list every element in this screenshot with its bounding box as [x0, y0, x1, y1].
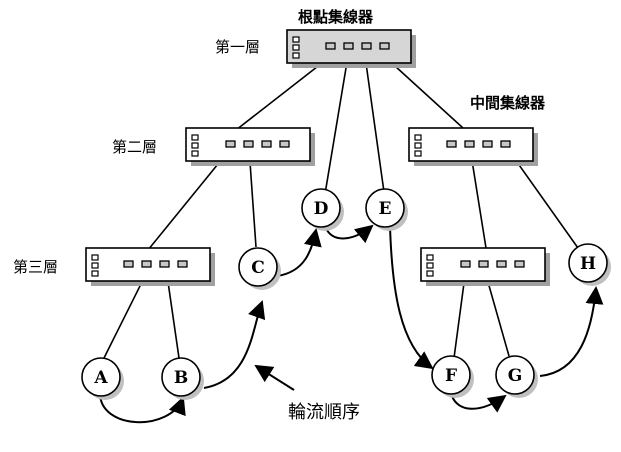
- node-label: A: [93, 368, 108, 388]
- node-circle: [161, 357, 201, 397]
- node-label: E: [379, 199, 392, 219]
- status-led-icon: [191, 150, 199, 157]
- hub-port: [279, 140, 290, 148]
- arrow-F-to-G: [451, 394, 507, 413]
- node-circle: [568, 243, 608, 283]
- arrow-A-to-B: [99, 392, 186, 424]
- node-circle: [81, 357, 121, 397]
- hub-root: [286, 29, 416, 68]
- hub-port: [243, 140, 254, 148]
- node-label: D: [314, 199, 329, 219]
- status-led-icon: [91, 270, 99, 277]
- node-D: D: [301, 188, 344, 231]
- layer2-label: 第二層: [112, 138, 157, 156]
- node-E: E: [365, 188, 408, 231]
- hub-layer2-left: [185, 127, 315, 166]
- hub-port: [482, 140, 493, 148]
- node-circle: [365, 188, 405, 228]
- node-F: F: [431, 355, 474, 398]
- node-label: C: [251, 258, 265, 278]
- status-led-icon: [292, 52, 300, 59]
- hub-port: [496, 260, 507, 268]
- hub-port: [464, 140, 475, 148]
- cable-root-D: [324, 55, 349, 195]
- node-label: B: [174, 368, 188, 388]
- hub-port: [225, 140, 236, 148]
- arrow-G-to-H: [539, 286, 604, 377]
- hub-port: [261, 140, 272, 148]
- hub-port: [514, 260, 525, 268]
- arrow-rotation-order-pointer: [254, 364, 295, 391]
- node-circle: [431, 355, 471, 395]
- status-led-icon: [292, 36, 300, 43]
- hub-port: [446, 140, 457, 148]
- hub-port: [500, 140, 511, 148]
- node-label: H: [580, 254, 596, 274]
- hub-port: [343, 42, 354, 50]
- node-B: B: [161, 357, 204, 400]
- status-led-icon: [414, 142, 422, 149]
- node-A: A: [81, 357, 124, 400]
- cable-root-E: [364, 55, 385, 193]
- arrow-C-to-D: [276, 228, 322, 277]
- node-H: H: [568, 243, 611, 286]
- arrow-B-to-C: [203, 300, 266, 389]
- hub-port: [177, 260, 188, 268]
- hubs: [85, 29, 550, 286]
- hub-port: [325, 42, 336, 50]
- status-led-icon: [191, 134, 199, 141]
- root-hub-label: 根點集線器: [298, 8, 374, 26]
- node-label: F: [445, 366, 457, 386]
- node-circle: [238, 247, 278, 287]
- status-led-icon: [414, 134, 422, 141]
- layer1-label: 第一層: [215, 38, 260, 56]
- hub-layer2-right: [408, 127, 538, 166]
- status-led-icon: [292, 44, 300, 51]
- status-led-icon: [426, 262, 434, 269]
- node-circle: [301, 188, 341, 228]
- status-led-icon: [426, 254, 434, 261]
- cable-root-layer2-left: [235, 55, 332, 131]
- node-label: G: [508, 366, 523, 386]
- hub-body: [85, 247, 211, 282]
- hub-port: [361, 42, 372, 50]
- nodes: A B C D E F G H: [81, 188, 611, 400]
- hub-port: [123, 260, 134, 268]
- hub-layer3-right: [420, 247, 550, 286]
- round-robin-arrows: [99, 224, 604, 424]
- status-led-icon: [91, 262, 99, 269]
- node-C: C: [238, 247, 281, 290]
- rotation-order-label: 輪流順序: [288, 402, 360, 423]
- status-led-icon: [426, 270, 434, 277]
- status-led-icon: [91, 254, 99, 261]
- hub-port: [379, 42, 390, 50]
- status-led-icon: [191, 142, 199, 149]
- node-circle: [495, 355, 535, 395]
- node-G: G: [495, 355, 538, 398]
- arrow-E-to-F: [389, 225, 434, 370]
- hub-port: [478, 260, 489, 268]
- intermediate-hub-label: 中間集線器: [470, 94, 546, 112]
- hub-port: [460, 260, 471, 268]
- hub-port: [141, 260, 152, 268]
- status-led-icon: [414, 150, 422, 157]
- layer3-label: 第三層: [13, 258, 58, 276]
- hub-layer3-left: [85, 247, 215, 286]
- hub-port: [159, 260, 170, 268]
